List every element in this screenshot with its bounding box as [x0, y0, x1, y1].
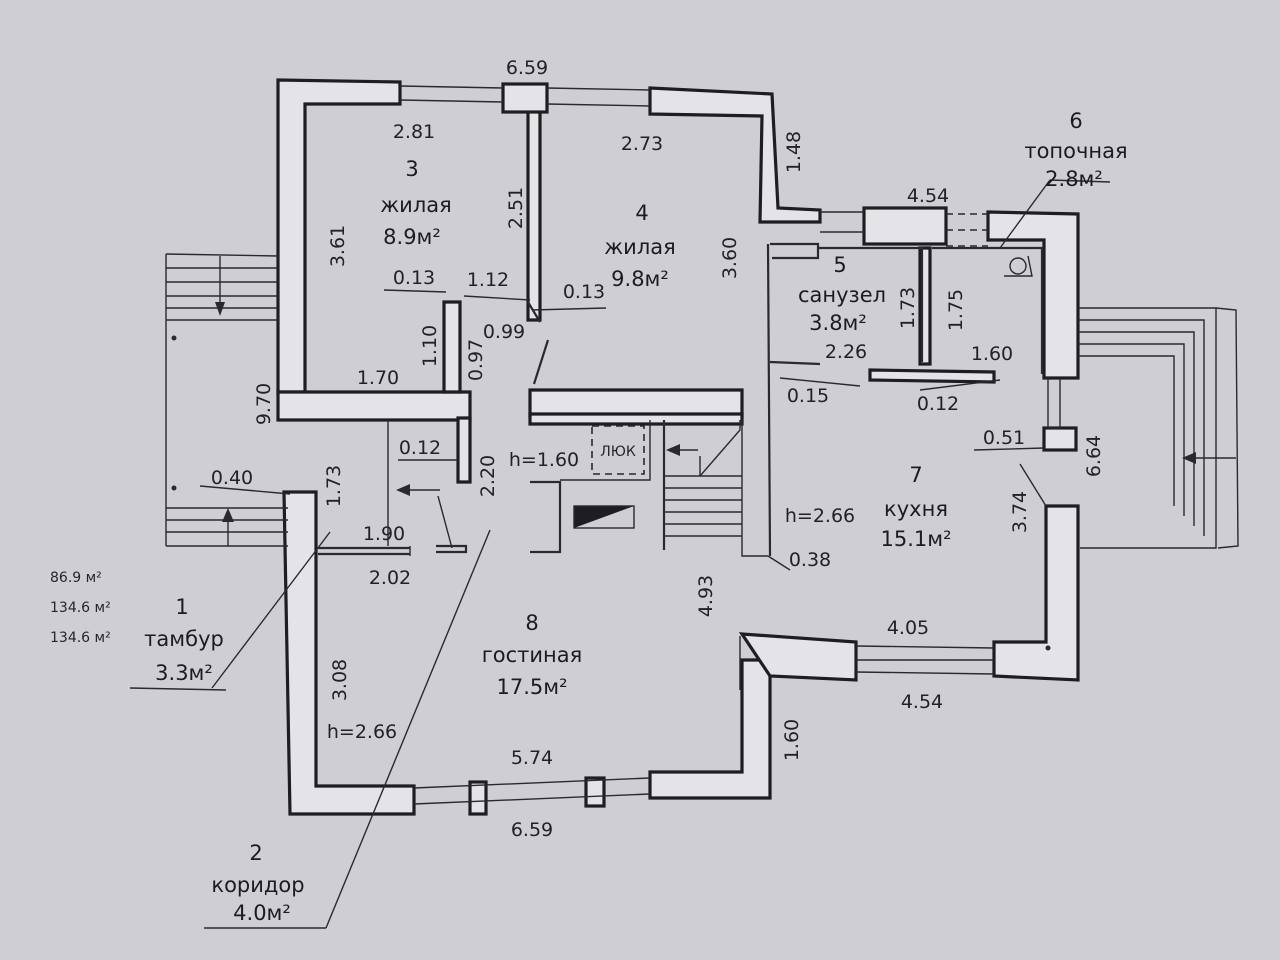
room-5-area: 3.8м² — [809, 311, 867, 335]
dim-k-width: 4.05 — [887, 617, 929, 639]
area-totals: 86.9 м² 134.6 м² 134.6 м² — [50, 570, 111, 646]
dim-kitchen-side: 3.74 — [1009, 491, 1031, 533]
dim-493: 4.93 — [695, 575, 717, 617]
dimensions: 6.59 2.81 2.73 3.61 2.51 3.60 1.48 4.54 … — [211, 57, 1105, 841]
dim-wall-013b: 0.13 — [563, 281, 605, 303]
room-3-name: жилая — [380, 193, 452, 217]
room-7-number: 7 — [909, 463, 922, 487]
wall-pier-b2 — [584, 776, 606, 808]
room-3-area: 8.9м² — [383, 225, 441, 249]
room-6-name: топочная — [1024, 139, 1127, 163]
dim-110: 1.10 — [419, 325, 441, 367]
wall-left-mid — [276, 390, 472, 422]
wall-service-top — [862, 206, 948, 246]
dim-112: 1.12 — [467, 269, 509, 291]
room-4-number: 4 — [635, 201, 648, 225]
dim-service-width: 4.54 — [907, 185, 949, 207]
dim-173: 1.73 — [323, 465, 345, 507]
room-6-number: 6 — [1069, 109, 1082, 133]
dim-left-total: 9.70 — [253, 383, 275, 425]
wall-stub-013 — [442, 300, 462, 394]
wall-kitchen-bottom-right — [992, 504, 1080, 682]
room-4-area: 9.8м² — [611, 267, 669, 291]
wall-top-right — [648, 86, 822, 224]
room-5-number: 5 — [833, 253, 846, 277]
dim-top-width: 6.59 — [506, 57, 548, 79]
dim-r3-width: 2.81 — [393, 121, 435, 143]
stair-arrows — [215, 302, 1196, 522]
wall-bottom-right — [648, 658, 772, 800]
dim-upper-step: 1.48 — [783, 131, 805, 173]
room-7-name: кухня — [884, 497, 948, 521]
dim-left-lower: 3.08 — [329, 659, 351, 701]
dim-r3-height: 3.61 — [327, 225, 349, 267]
wall-partition-3-4 — [526, 108, 542, 322]
room-2-area: 4.0м² — [233, 901, 291, 925]
room-8-number: 8 — [525, 611, 538, 635]
dim-bath-h: 1.73 — [897, 287, 919, 329]
wall-stair-top — [528, 412, 744, 426]
room-1-number: 1 — [175, 595, 188, 619]
room-7-area: 15.1м² — [880, 527, 951, 551]
room-8-area: 17.5м² — [496, 675, 567, 699]
dim-097: 0.97 — [465, 339, 487, 381]
dim-038: 0.38 — [789, 549, 831, 571]
dim-lower-step: 1.60 — [781, 719, 803, 761]
dim-r4-height: 3.60 — [719, 237, 741, 279]
wall-pier-top — [501, 82, 549, 114]
dim-gap-012b: 0.12 — [917, 393, 959, 415]
label-living-height: h=2.66 — [327, 721, 397, 743]
dim-202: 2.02 — [369, 567, 411, 589]
dim-boiler-w: 1.60 — [971, 343, 1013, 365]
room-4-name: жилая — [604, 235, 676, 259]
wall-kitchen-bottom — [738, 632, 858, 682]
dim-bath-w: 2.26 — [825, 341, 867, 363]
room-2-name: коридор — [211, 873, 304, 897]
room-6-area: 2.8м² — [1045, 167, 1103, 191]
room-1-name: тамбур — [144, 627, 224, 651]
wall-pier-right — [1042, 426, 1078, 452]
area-total-1: 86.9 м² — [50, 570, 102, 586]
dim-gap-015: 0.15 — [787, 385, 829, 407]
room-labels: 3 жилая 8.9м² 4 жилая 9.8м² 5 санузел 3.… — [144, 109, 1127, 925]
walls — [276, 78, 1080, 816]
wall-bath-bottom — [868, 368, 996, 384]
wall-right-service — [986, 210, 1080, 380]
dim-170: 1.70 — [357, 367, 399, 389]
label-hatch-height: h=1.60 — [509, 449, 579, 471]
dim-k-outer: 4.54 — [901, 691, 943, 713]
dim-012: 0.12 — [399, 437, 441, 459]
area-total-2: 134.6 м² — [50, 600, 111, 616]
wall-pier-b1 — [468, 780, 488, 816]
dim-r4-width: 2.73 — [621, 133, 663, 155]
dim-pier-051: 0.51 — [983, 427, 1025, 449]
room-3-number: 3 — [405, 157, 418, 181]
dim-220: 2.20 — [477, 455, 499, 497]
room-2-number: 2 — [249, 841, 262, 865]
dim-099: 0.99 — [483, 321, 525, 343]
dim-boiler-h: 1.75 — [945, 289, 967, 331]
dim-190: 1.90 — [363, 523, 405, 545]
dim-wall-013a: 0.13 — [393, 267, 435, 289]
label-kitchen-height: h=2.66 — [785, 505, 855, 527]
room-8-name: гостиная — [482, 643, 583, 667]
dim-partition: 2.51 — [505, 187, 527, 229]
area-total-3: 134.6 м² — [50, 630, 111, 646]
wall-left-lower — [282, 490, 416, 816]
dim-040: 0.40 — [211, 467, 253, 489]
dim-right-side: 6.64 — [1083, 435, 1105, 477]
wall-corridor — [456, 416, 472, 484]
dim-bottom-inner: 5.74 — [511, 747, 553, 769]
room-1-area: 3.3м² — [155, 661, 213, 685]
room-5-name: санузел — [798, 283, 886, 307]
wall-room4-bottom — [528, 388, 744, 418]
dim-bottom-width: 6.59 — [511, 819, 553, 841]
label-hatch: ЛЮК — [600, 444, 636, 460]
